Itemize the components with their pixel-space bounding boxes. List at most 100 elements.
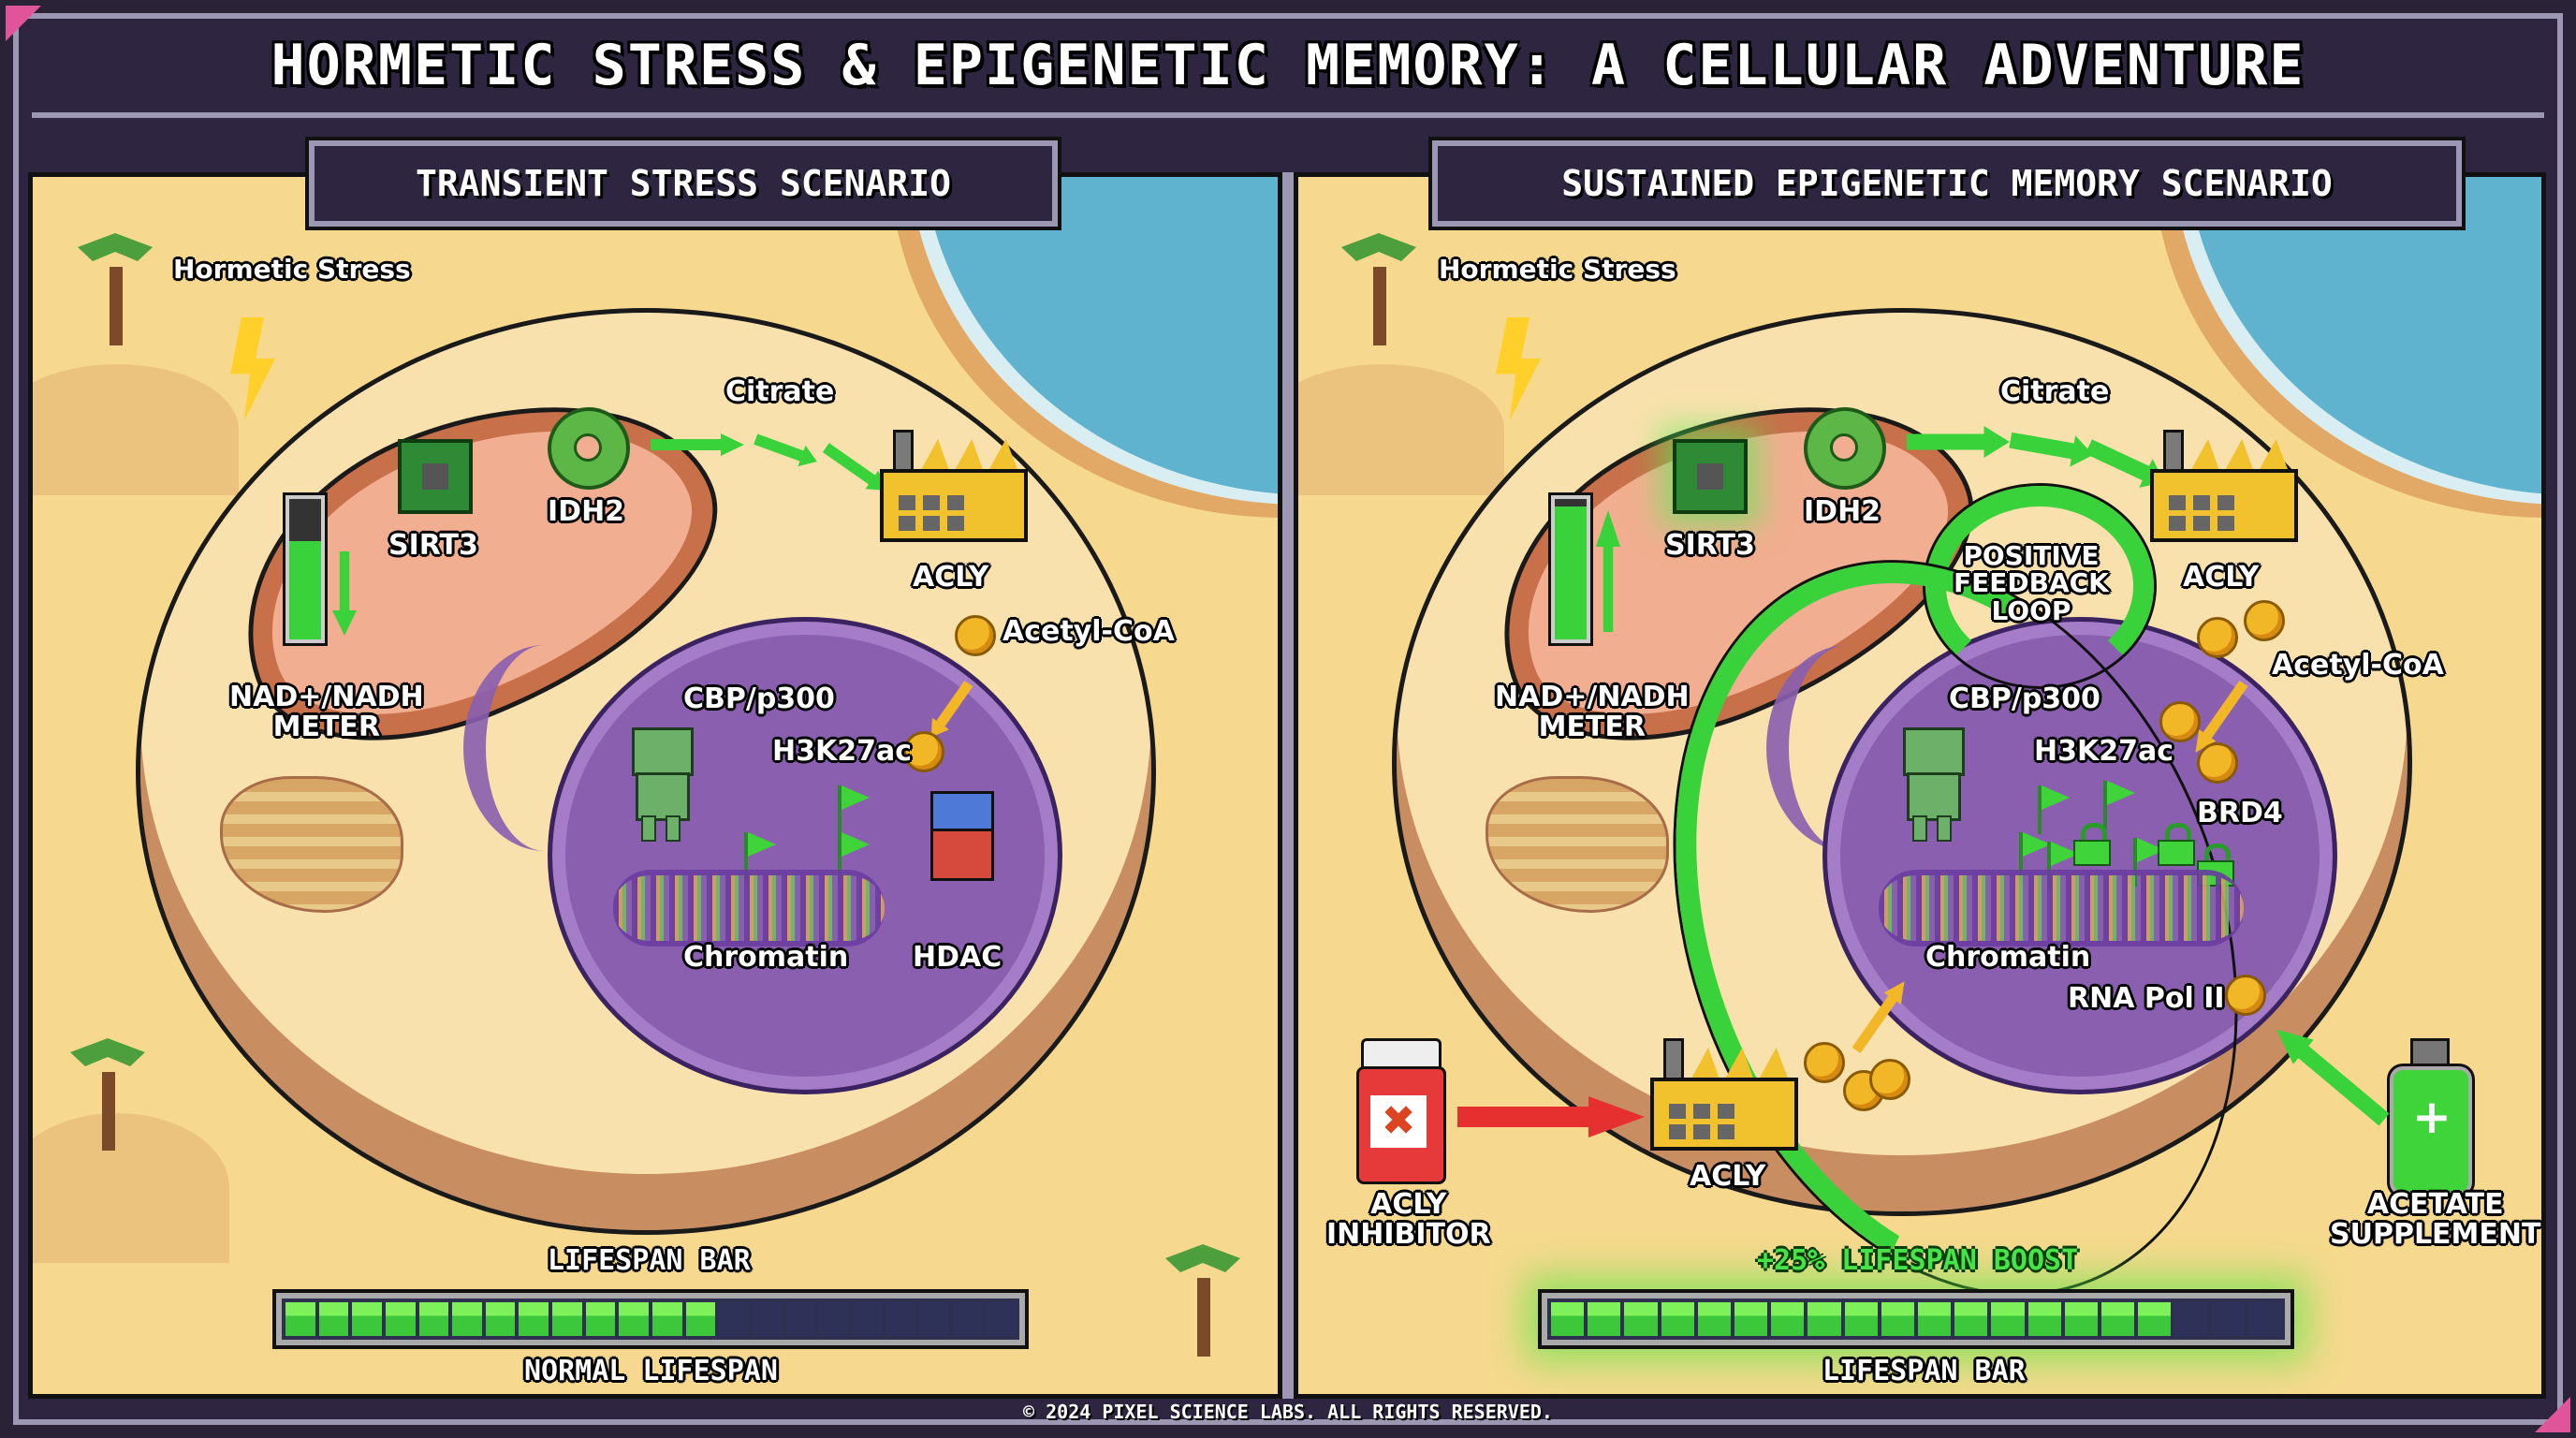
acly-label: ACLY	[913, 561, 989, 594]
lifespan-segment	[2027, 1302, 2061, 1336]
cbp-p300-label: CBP/p300	[683, 682, 835, 715]
lifespan-segment	[485, 1302, 516, 1336]
sirt3-chip-icon	[398, 439, 473, 514]
lifespan-segment	[285, 1302, 315, 1336]
idh2-gear-icon	[1804, 407, 1886, 490]
title-bar: HORMETIC STRESS & EPIGENETIC MEMORY: A C…	[32, 19, 2544, 118]
golgi-apparatus	[1486, 776, 1669, 913]
lifespan-segment	[752, 1302, 783, 1336]
acetyl-coa-coin-icon	[2225, 975, 2266, 1016]
chromatin-dna-icon	[1879, 870, 2244, 946]
h3k27ac-flag-icon	[2103, 781, 2137, 829]
chromatin-label: Chromatin	[683, 941, 849, 974]
lifespan-segment	[1661, 1302, 1694, 1336]
lifespan-caption: NORMAL LIFESPAN	[524, 1355, 778, 1387]
palm-tree-icon	[78, 233, 153, 345]
acetyl-coa-coin-icon	[2244, 600, 2285, 641]
acetyl-coa-coin-icon	[2197, 742, 2238, 784]
lifespan-segment	[2211, 1302, 2245, 1336]
nad-meter-icon	[285, 495, 325, 643]
lifespan-segment	[1991, 1302, 2025, 1336]
golgi-apparatus	[220, 776, 403, 913]
lifespan-segment	[785, 1302, 816, 1336]
lifespan-segment	[2064, 1302, 2099, 1336]
brd4-padlock-icon	[2073, 823, 2111, 866]
lifespan-segment	[919, 1302, 949, 1336]
chromatin-dna-icon	[613, 870, 885, 946]
acetyl-coa-label: Acetyl-CoA	[2272, 649, 2444, 682]
lifespan-segment	[1808, 1302, 1841, 1336]
h3k27ac-flag-icon	[2047, 842, 2081, 890]
page-title: HORMETIC STRESS & EPIGENETIC MEMORY: A C…	[271, 33, 2305, 98]
lifespan-segment	[819, 1302, 849, 1336]
lifespan-caption: LIFESPAN BAR	[1822, 1355, 2026, 1387]
lifespan-segment	[1771, 1302, 1805, 1336]
acly-factory-icon	[2150, 430, 2298, 542]
citrate-label: Citrate	[2000, 375, 2110, 408]
h3k27ac-label: H3K27ac	[2034, 735, 2174, 768]
h3k27ac-label: H3K27ac	[772, 735, 913, 768]
acetyl-coa-coin-icon	[2159, 701, 2201, 742]
lifespan-segment	[418, 1302, 449, 1336]
panel-divider	[1282, 172, 1294, 1399]
lifespan-segment	[452, 1302, 482, 1336]
palm-tree-icon	[1341, 233, 1416, 345]
lifespan-segment	[1697, 1302, 1732, 1336]
acetyl-coa-coin-icon	[1804, 1042, 1845, 1083]
acetyl-coa-coin-icon	[955, 615, 996, 656]
cbp-p300-label: CBP/p300	[1949, 682, 2100, 715]
lifespan-segment	[1588, 1302, 1621, 1336]
hormetic-stress-label: Hormetic Stress	[173, 254, 411, 285]
sand-dune	[33, 1113, 229, 1263]
lifespan-segment	[952, 1302, 983, 1336]
lifespan-segment	[719, 1302, 749, 1336]
h3k27ac-flag-icon	[2133, 838, 2167, 887]
lifespan-bar-title: LIFESPAN BAR	[548, 1244, 751, 1277]
acetyl-coa-label: Acetyl-CoA	[1003, 615, 1175, 648]
lifespan-segment	[519, 1302, 549, 1336]
h3k27ac-flag-icon	[2038, 785, 2071, 834]
acetyl-coa-coin-icon	[903, 731, 944, 772]
acly-label: ACLY	[2183, 561, 2260, 594]
acetyl-coa-coin-icon	[2197, 617, 2238, 658]
lifespan-segment	[619, 1302, 650, 1336]
lifespan-segment	[652, 1302, 682, 1336]
sand-dune	[1298, 364, 1504, 495]
acetyl-coa-coin-icon	[1869, 1059, 1910, 1100]
copyright-footer: © 2024 PIXEL SCIENCE LABS. ALL RIGHTS RE…	[1023, 1401, 1553, 1423]
lifespan-segment	[1551, 1302, 1585, 1336]
acly-factory-icon	[1650, 1038, 1798, 1151]
lifespan-segment	[2101, 1302, 2135, 1336]
sirt3-chip-icon	[1673, 439, 1748, 514]
lifespan-bar	[1542, 1293, 2291, 1345]
palm-tree-icon	[70, 1038, 145, 1151]
idh2-gear-icon	[548, 407, 630, 490]
cbp-p300-robot-icon	[1894, 718, 1969, 842]
lifespan-segment	[1624, 1302, 1658, 1336]
h3k27ac-flag-icon	[838, 832, 871, 881]
lifespan-segment	[1918, 1302, 1952, 1336]
lifespan-segment	[1734, 1302, 1768, 1336]
hdac-label: HDAC	[913, 941, 1003, 974]
lifespan-segment	[585, 1302, 616, 1336]
rna-pol-ii-label: RNA Pol II	[2068, 982, 2225, 1015]
lifespan-bar	[276, 1293, 1025, 1345]
lifespan-segment	[2138, 1302, 2172, 1336]
lifespan-segment	[1954, 1302, 1988, 1336]
lifespan-segment	[886, 1302, 916, 1336]
brd4-padlock-icon	[2158, 823, 2195, 866]
acly-bottom-label: ACLY	[1690, 1160, 1766, 1193]
hormetic-stress-label: Hormetic Stress	[1439, 254, 1676, 285]
sirt3-label: SIRT3	[388, 529, 478, 562]
h3k27ac-flag-icon	[744, 832, 778, 881]
sirt3-label: SIRT3	[1665, 529, 1755, 562]
h3k27ac-flag-icon	[2019, 832, 2053, 881]
lifespan-segment	[852, 1302, 883, 1336]
lightning-bolt-icon	[230, 317, 275, 420]
lifespan-segment	[2174, 1302, 2208, 1336]
